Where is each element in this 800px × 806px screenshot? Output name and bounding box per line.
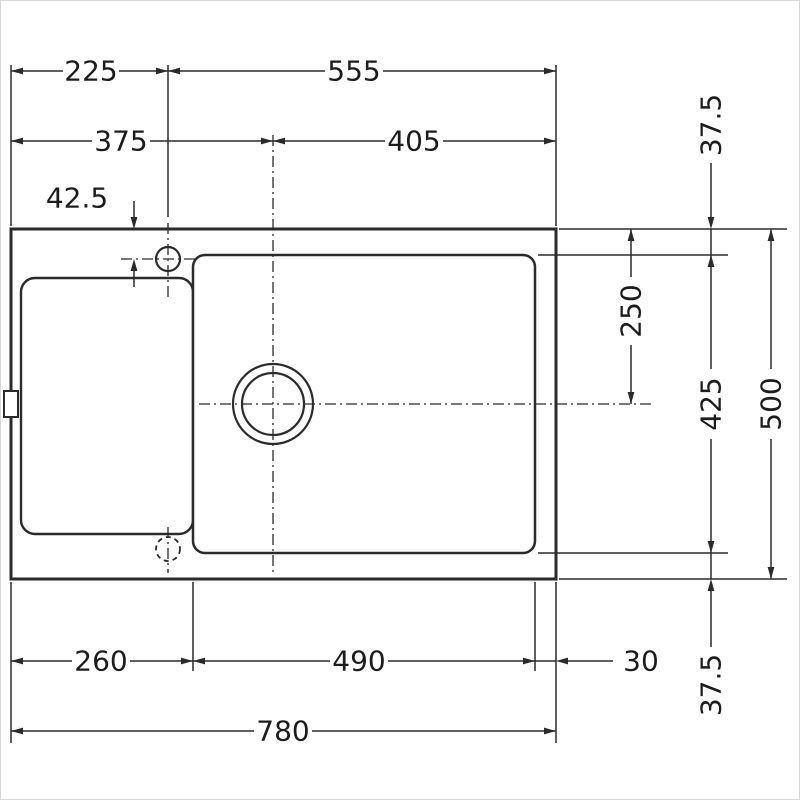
dim-bottom-rim: 37.5: [695, 553, 728, 716]
dim-tap-offset: 42.5: [46, 182, 138, 287]
dim-label-right-section: 555: [327, 55, 380, 88]
dim-top-rim: 37.5: [695, 94, 728, 255]
dim-left-to-bowl: 260: [11, 645, 193, 678]
dim-label-right-rim: 30: [623, 645, 659, 678]
dim-overall-width: 780: [11, 715, 556, 748]
tap-hole: [154, 245, 182, 273]
dim-label-left-section: 225: [64, 55, 117, 88]
dim-drain-to-right: 405: [273, 125, 556, 158]
dim-label-bowl-depth: 425: [695, 377, 728, 430]
dim-label-tap-offset: 42.5: [46, 182, 108, 215]
optional-tap-hole-dashed: [155, 536, 181, 562]
dim-label-left-to-drain: 375: [94, 125, 147, 158]
dim-label-overall-depth: 500: [755, 377, 788, 430]
dim-label-drain-to-right: 405: [387, 125, 440, 158]
dim-label-bottom-rim: 37.5: [695, 654, 728, 716]
overflow-cutout: [3, 390, 19, 418]
sink-shapes: [3, 135, 653, 581]
dim-left-section: 225: [11, 55, 168, 88]
dim-bowl-width: 490: [193, 645, 535, 678]
dim-label-bowl-width: 490: [332, 645, 385, 678]
dim-label-top-to-drain: 250: [615, 284, 648, 337]
dim-label-left-to-bowl: 260: [74, 645, 127, 678]
dim-label-top-rim: 37.5: [695, 94, 728, 156]
dim-right-section: 555: [168, 55, 556, 88]
dim-top-to-drain: 250: [615, 229, 648, 404]
dim-overall-depth: 500: [755, 229, 788, 579]
dim-left-to-drain: 375: [11, 125, 273, 158]
dim-right-rim: 30: [535, 645, 659, 678]
dim-bowl-depth: 425: [695, 255, 728, 553]
drain-inner-circle: [240, 371, 306, 437]
drain-outer-circle: [231, 362, 315, 446]
dim-label-overall-width: 780: [256, 715, 309, 748]
